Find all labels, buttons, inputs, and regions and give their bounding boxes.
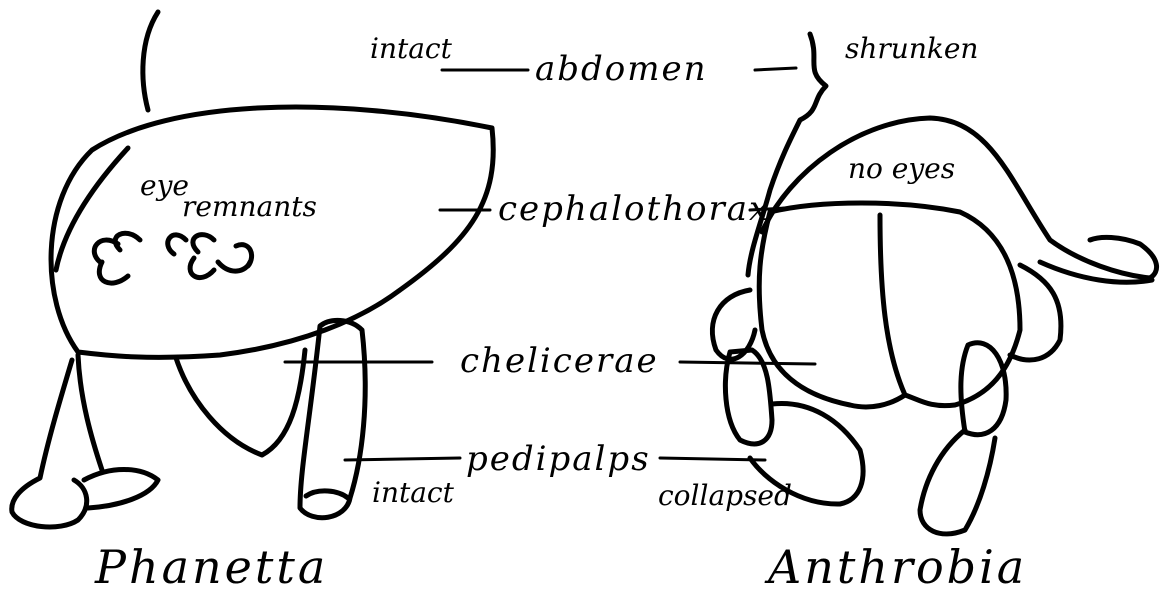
eye-remnants [94, 233, 251, 283]
abdomen-label: abdomen [535, 49, 708, 89]
anthrobia-pedipalp-note: collapsed [658, 479, 792, 512]
phanetta-cephalothorax [51, 107, 493, 357]
phanetta-chelicera-right [176, 350, 305, 455]
phanetta-pedipalp-left [12, 360, 87, 527]
phanetta-eye-note-2: remnants [182, 190, 317, 223]
phanetta-drawing [12, 12, 494, 527]
phanetta-chelicera-left [78, 355, 102, 470]
labels: intact abdomen shrunken eye remnants no … [94, 32, 1027, 594]
anthrobia-eye-note: no eyes [848, 152, 955, 185]
phanetta-abdomen-stalk [143, 12, 158, 110]
anthrobia-abdomen-note: shrunken [845, 32, 978, 65]
pedipalps-label: pedipalps [466, 439, 651, 479]
anthrobia-species-name: Anthrobia [764, 540, 1027, 594]
cephalothorax-label: cephalothorax [498, 189, 770, 229]
chelicerae-label: chelicerae [460, 341, 659, 381]
anthrobia-chelicerae [759, 203, 1020, 407]
phanetta-pedipalp-note: intact [372, 476, 455, 509]
phanetta-species-name: Phanetta [94, 540, 328, 594]
anthrobia-cephalothorax [762, 118, 1157, 278]
anthrobia-drawing [712, 34, 1156, 534]
phanetta-pedipalp-right [300, 320, 365, 517]
phanetta-abdomen-note: intact [370, 32, 453, 65]
